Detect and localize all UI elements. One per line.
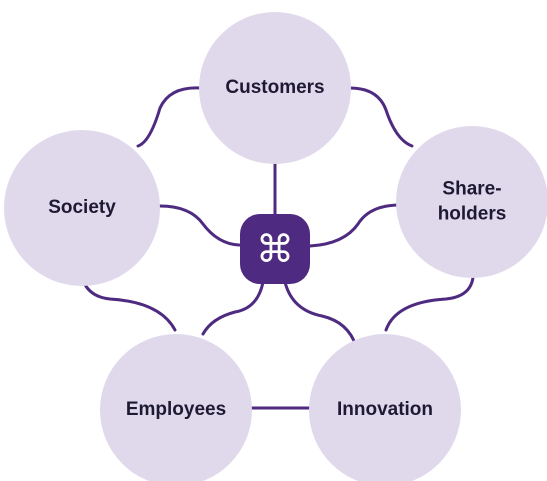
node-shareholders-label: holders	[438, 204, 507, 225]
connector-shareholders-hub	[308, 203, 402, 248]
connector-hub-innovation	[283, 280, 358, 348]
node-society: Society	[4, 130, 160, 286]
node-employees: Employees	[100, 334, 252, 481]
node-shareholders-label: Share-	[442, 179, 501, 200]
connector-hub-employees	[201, 280, 265, 336]
connector-customers-society	[136, 86, 203, 148]
node-society-label: Society	[48, 197, 116, 218]
node-employees-label: Employees	[126, 399, 226, 420]
hub: ⌘	[240, 214, 310, 284]
node-shareholders-circle	[396, 126, 547, 278]
node-employees-circle	[100, 334, 252, 481]
node-customers-circle	[199, 12, 351, 164]
hub-square	[240, 214, 310, 284]
node-customers: Customers	[199, 12, 351, 164]
looped-square-icon: ⌘	[256, 227, 294, 271]
node-innovation-circle	[309, 334, 461, 481]
node-innovation: Innovation	[309, 334, 461, 481]
connector-society-hub	[158, 204, 241, 247]
connector-shareholders-innovation	[384, 266, 475, 332]
node-customers-label: Customers	[225, 77, 324, 98]
node-shareholders: Share-holders	[396, 126, 547, 278]
node-society-circle	[4, 130, 160, 286]
node-innovation-label: Innovation	[337, 399, 433, 420]
connector-customers-shareholders	[348, 86, 414, 148]
